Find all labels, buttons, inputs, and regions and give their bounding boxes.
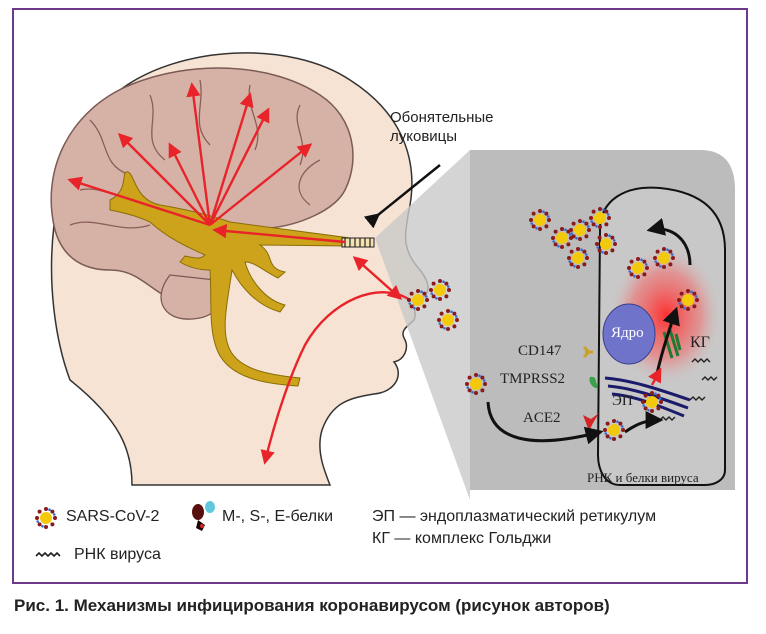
- olfactory-label-line1: Обонятельные: [390, 109, 494, 126]
- protein-icon: [192, 501, 215, 531]
- virus-icon: [529, 209, 551, 231]
- figure-caption: Рис. 1. Механизмы инфицирования коронави…: [14, 596, 610, 615]
- receptor-cd147: [582, 345, 593, 359]
- legend-virus: SARS-CoV-2: [66, 508, 160, 525]
- virus-icon: [589, 207, 611, 229]
- virus-icon: [653, 247, 675, 269]
- receptor-ace2: [583, 413, 599, 431]
- zoom-cone: [375, 150, 470, 500]
- legend-er: ЭП — эндоплазматический ретикулум: [372, 508, 657, 525]
- brain-gyri: [69, 79, 321, 229]
- er-label: ЭП: [612, 393, 633, 409]
- brain: [50, 67, 354, 303]
- legend-golgi: КГ — комплекс Гольджи: [372, 530, 552, 547]
- virus-icon: [35, 507, 57, 529]
- virus-icon: [567, 247, 589, 269]
- virus-icon: [627, 257, 649, 279]
- spread-arrows: [67, 82, 662, 465]
- cell-caption: РНК и белки вируса: [587, 470, 699, 485]
- virus-icon: [465, 373, 487, 395]
- golgi-label: КГ: [690, 334, 710, 351]
- ace2-label: ACE2: [523, 410, 561, 426]
- legend-rna: РНК вируса: [74, 546, 161, 563]
- virus-icon: [595, 233, 617, 255]
- virus-icon: [437, 309, 459, 331]
- virus-icon: [407, 289, 429, 311]
- rna-squiggles: [659, 358, 718, 421]
- er-membranes: [604, 376, 691, 418]
- virus-icon: [677, 289, 699, 311]
- virus-icon: [429, 279, 451, 301]
- nucleus-label: Ядро: [611, 325, 644, 341]
- virus-icon: [641, 391, 663, 413]
- olfactory-label: Обонятельные луковицы: [390, 108, 494, 146]
- legend-proteins: М-, S-, Е-белки: [222, 508, 334, 525]
- virus-icon: [603, 419, 625, 441]
- virus-icon: [569, 219, 591, 241]
- golgi-apparatus: [662, 329, 682, 359]
- olfactory-bulb: [341, 237, 375, 248]
- olfactory-label-line2: луковицы: [390, 128, 458, 145]
- rna-icon: [35, 551, 61, 558]
- pathway-arrows: [363, 164, 692, 445]
- nucleus: [602, 303, 656, 365]
- cd147-label: CD147: [518, 343, 562, 359]
- receptor-tmprss2: [589, 376, 598, 389]
- tmprss2-label: TMPRSS2: [500, 371, 566, 387]
